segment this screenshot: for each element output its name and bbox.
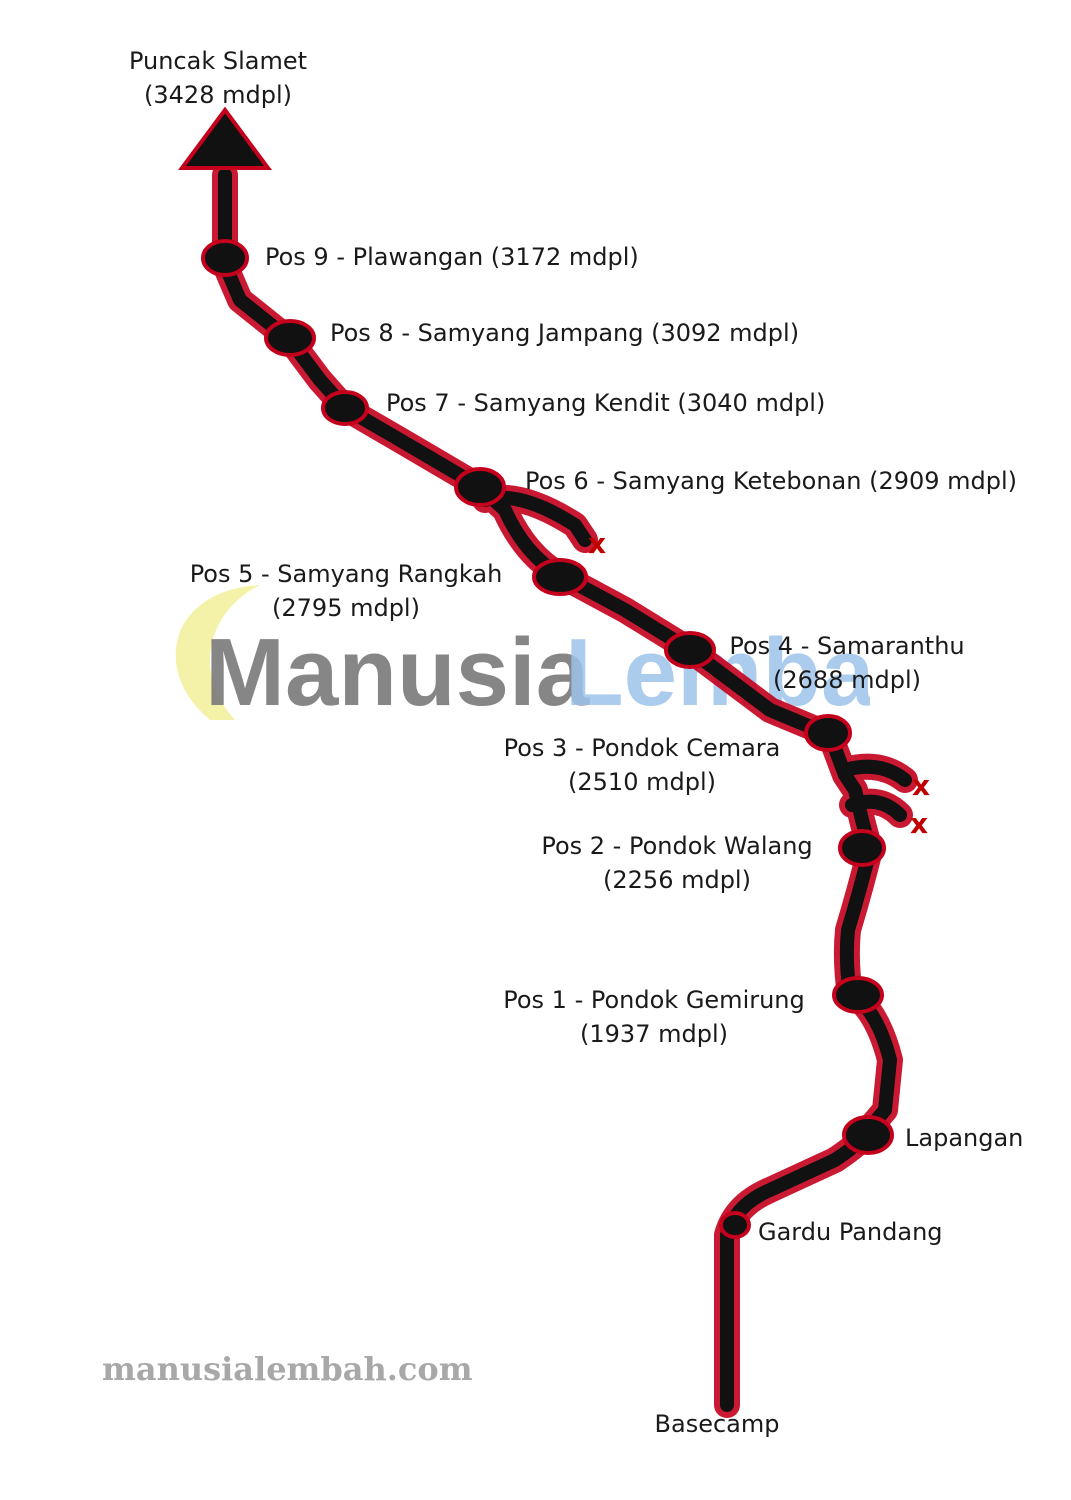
dead-end-mark-pos6: x — [588, 527, 607, 560]
label-pos-2: Pos 2 - Pondok Walang (2256 mdpl) — [541, 829, 812, 897]
pos-2-name: Pos 2 - Pondok Walang — [541, 832, 813, 860]
node-lapangan — [842, 1115, 894, 1155]
pos-3-name: Pos 3 - Pondok Cemara — [503, 734, 781, 762]
pos-1-elevation: (1937 mdpl) — [580, 1020, 728, 1048]
label-pos-6: Pos 6 - Samyang Ketebonan (2909 mdpl) — [525, 467, 1018, 495]
pos-5-elevation: (2795 mdpl) — [272, 594, 420, 622]
pos-5-name: Pos 5 - Samyang Rangkah — [189, 560, 503, 588]
node-pos-6 — [454, 467, 506, 507]
post-nodes — [201, 239, 894, 1239]
watermark-text-manusia: Manusia — [205, 619, 590, 726]
label-summit: Puncak Slamet (3428 mdpl) — [129, 44, 307, 112]
label-pos-4: Pos 4 - Samaranthu (2688 mdpl) — [729, 629, 964, 697]
node-pos-7 — [321, 390, 369, 426]
label-pos-8: Pos 8 - Samyang Jampang (3092 mdpl) — [330, 319, 800, 347]
watermark-sun-arc — [175, 585, 260, 720]
dead-end-mark-pos2: x — [910, 807, 929, 840]
label-basecamp: Basecamp — [654, 1410, 780, 1438]
label-pos-3: Pos 3 - Pondok Cemara (2510 mdpl) — [504, 731, 781, 799]
label-pos-7: Pos 7 - Samyang Kendit (3040 mdpl) — [386, 389, 826, 417]
summit-elevation: (3428 mdpl) — [144, 81, 292, 109]
label-lapangan: Lapangan — [905, 1124, 1024, 1152]
watermark-url: manusialembah.com — [102, 1350, 473, 1388]
node-pos-2 — [838, 829, 886, 867]
pos-2-elevation: (2256 mdpl) — [603, 866, 751, 894]
node-pos-3 — [804, 714, 852, 752]
node-pos-1 — [832, 976, 884, 1014]
pos-4-elevation: (2688 mdpl) — [773, 666, 921, 694]
summit-name: Puncak Slamet — [128, 47, 308, 75]
node-pos-5 — [532, 558, 588, 596]
pos-1-name: Pos 1 - Pondok Gemirung — [503, 986, 805, 1014]
label-pos-9: Pos 9 - Plawangan (3172 mdpl) — [265, 243, 639, 271]
label-gardu-pandang: Gardu Pandang — [758, 1218, 943, 1246]
label-pos-1: Pos 1 - Pondok Gemirung (1937 mdpl) — [503, 983, 805, 1051]
node-gardu-pandang — [719, 1211, 751, 1239]
pos-4-name: Pos 4 - Samaranthu — [729, 632, 965, 660]
node-pos-4 — [664, 631, 716, 669]
summit-arrow — [178, 106, 272, 170]
pos-3-elevation: (2510 mdpl) — [568, 768, 716, 796]
node-pos-8 — [264, 319, 316, 357]
label-pos-5: Pos 5 - Samyang Rangkah (2795 mdpl) — [190, 557, 503, 625]
dead-end-mark-pos3: x — [912, 769, 931, 802]
trail-path — [212, 162, 918, 1418]
node-pos-9 — [201, 239, 249, 277]
